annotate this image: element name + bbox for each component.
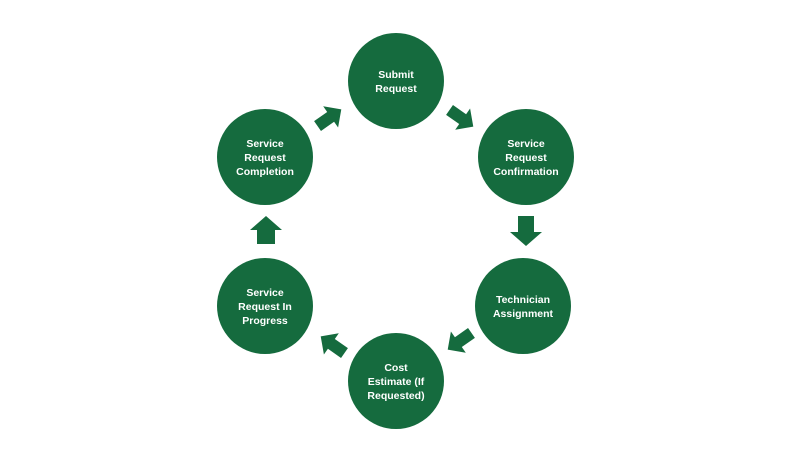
- step-label-line: Submit: [378, 69, 414, 81]
- arrow-confirmation-to-technician: [510, 216, 542, 246]
- step-circle: [478, 109, 574, 205]
- down-arrow-icon: [510, 216, 542, 246]
- step-label-line: Request In: [238, 301, 292, 313]
- up-arrow-icon: [250, 216, 282, 244]
- step-label-line: Request: [244, 152, 286, 164]
- step-service-request-completion: Service Request Completion: [217, 109, 313, 205]
- down-left-arrow-icon: [447, 328, 475, 353]
- step-submit-request: Submit Request: [348, 33, 444, 129]
- step-circle: [217, 109, 313, 205]
- step-label-line: Assignment: [493, 308, 554, 320]
- arrow-progress-to-completion: [250, 216, 282, 244]
- step-cost-estimate: Cost Estimate (If Requested): [348, 333, 444, 429]
- step-circle: [348, 333, 444, 429]
- step-circle: [217, 258, 313, 354]
- step-label-line: Request: [375, 83, 417, 95]
- step-label-line: Requested): [367, 390, 424, 402]
- step-label-line: Cost: [384, 362, 408, 374]
- step-label-line: Estimate (If: [368, 376, 425, 388]
- arrow-technician-to-cost: [447, 328, 475, 353]
- step-label-line: Progress: [242, 315, 288, 327]
- step-label-line: Confirmation: [493, 166, 558, 178]
- step-label-line: Service: [507, 138, 545, 150]
- arrow-completion-to-submit: [314, 106, 342, 131]
- step-service-request-in-progress: Service Request In Progress: [217, 258, 313, 354]
- step-label-line: Service: [246, 138, 284, 150]
- up-left-arrow-icon: [320, 333, 348, 358]
- step-label-line: Completion: [236, 166, 294, 178]
- arrow-cost-to-progress: [320, 333, 348, 358]
- step-circle: [348, 33, 444, 129]
- step-technician-assignment: Technician Assignment: [475, 258, 571, 354]
- step-label-line: Request: [505, 152, 547, 164]
- step-label-line: Technician: [496, 294, 550, 306]
- arrow-submit-to-confirmation: [446, 105, 474, 130]
- step-label-line: Service: [246, 287, 284, 299]
- right-arrow-icon: [446, 105, 474, 130]
- step-circle: [475, 258, 571, 354]
- step-service-request-confirmation: Service Request Confirmation: [478, 109, 574, 205]
- up-right-arrow-icon: [314, 106, 342, 131]
